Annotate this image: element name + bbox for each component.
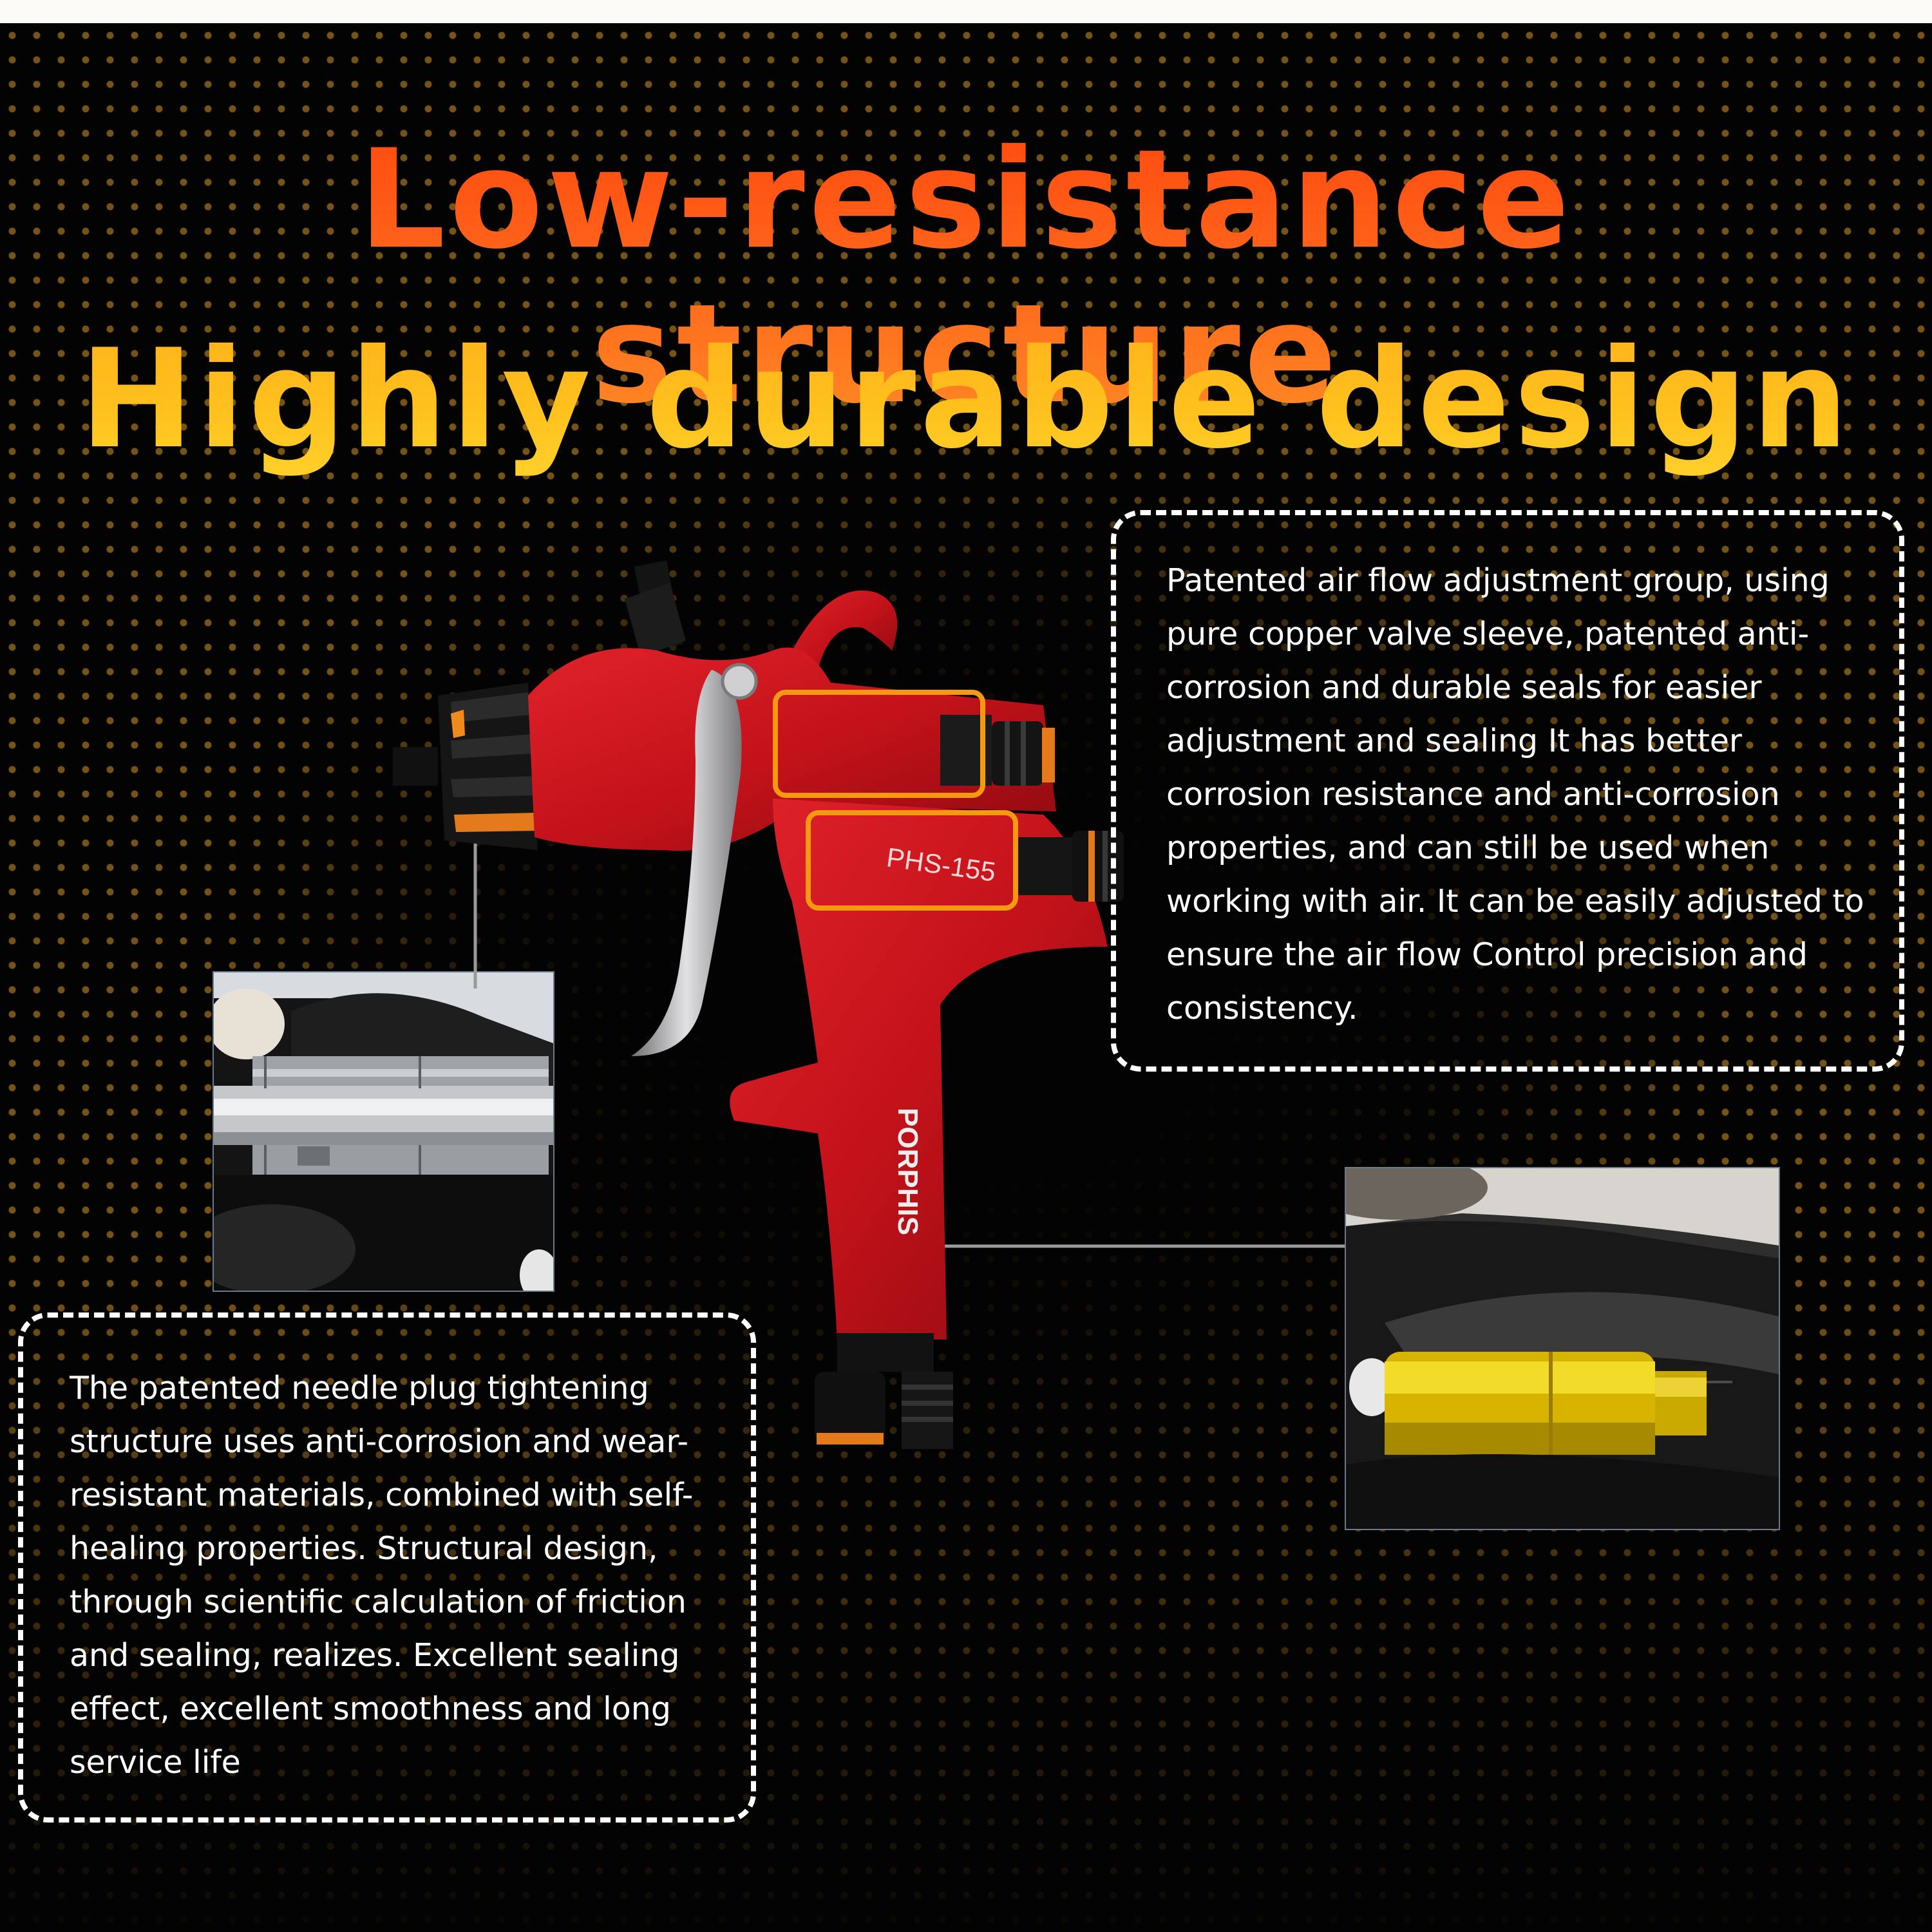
gun-hook — [792, 590, 898, 670]
top-fitting — [625, 560, 686, 657]
air-adjust-knob — [1018, 831, 1124, 902]
trigger-pivot — [721, 663, 758, 700]
air-flow-callout-box: Patented air flow adjustment group, usin… — [1111, 510, 1904, 1072]
gun-upper-body — [528, 647, 1056, 851]
air-flow-callout-text: Patented air flow adjustment group, usin… — [1166, 562, 1864, 1027]
highlight-box-upper — [773, 690, 985, 798]
brand-label: PORPHIS — [892, 1108, 923, 1235]
fluid-adjust-knob — [940, 715, 1055, 786]
air-cap — [393, 683, 538, 850]
highlight-box-lower — [806, 810, 1018, 911]
headline-line-1: Low-resistance structure — [0, 122, 1932, 431]
needle-plug-illustration — [214, 972, 553, 1291]
bottom-air-fitting — [815, 1333, 953, 1449]
needle-plug-callout-box: The patented needle plug tightening stru… — [18, 1312, 756, 1823]
air-valve-illustration — [1346, 1168, 1779, 1529]
needle-plug-detail-image — [213, 971, 554, 1292]
needle-plug-callout-text: The patented needle plug tightening stru… — [70, 1370, 694, 1781]
top-strip — [0, 0, 1932, 23]
air-valve-detail-image — [1345, 1167, 1780, 1530]
gun-grip — [730, 799, 1108, 1340]
trigger — [631, 670, 742, 1056]
headline-line-2: Highly durable design — [0, 322, 1932, 477]
